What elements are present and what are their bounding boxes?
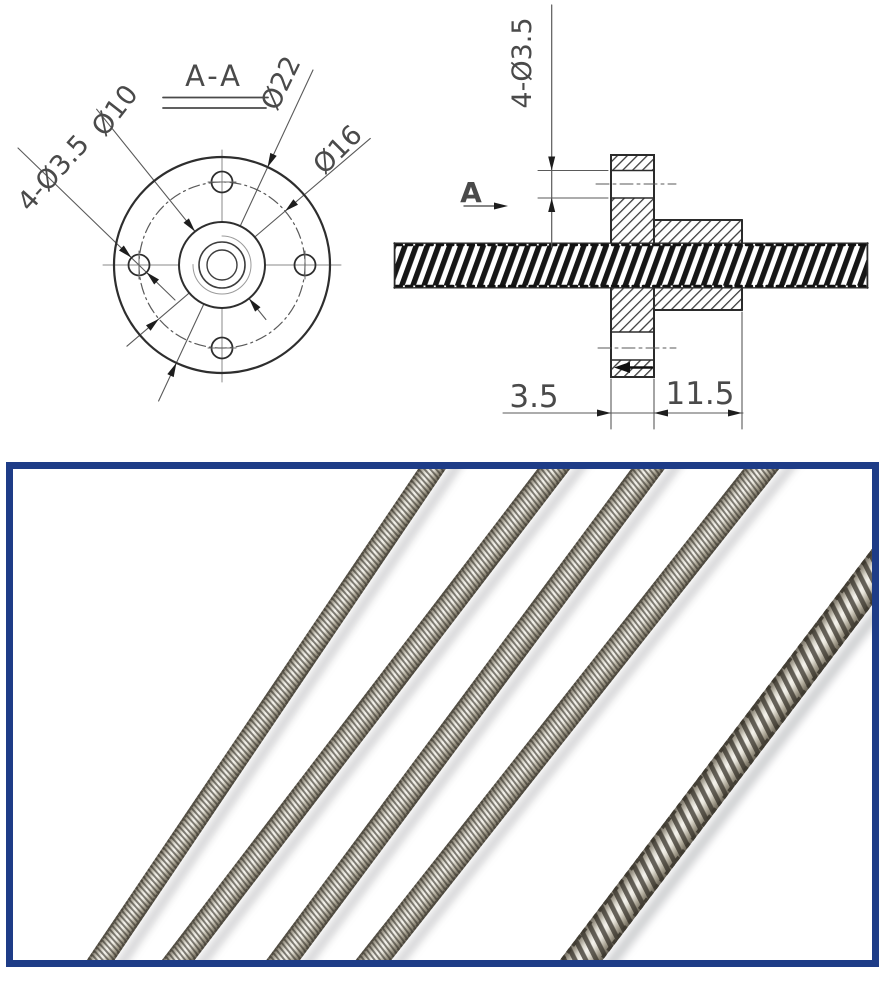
section-title-underline [162, 96, 269, 109]
section-arrow: A [460, 176, 508, 210]
dim-label-flange-diameter: Ø22 [255, 51, 307, 115]
dim-label-holes-front: 4-Ø3.5 [12, 129, 96, 217]
lead-screw-rod-drawing [393, 242, 869, 289]
front-view-drawing: A-A Ø10 Ø22 Ø16 4-Ø3.5 [12, 51, 371, 402]
side-view-drawing: 4-Ø3.5 A [393, 4, 869, 430]
dimension-arrows [119, 152, 298, 378]
dim-label-hub-diameter: Ø10 [86, 79, 145, 142]
dim-label-flange-thickness: 3.5 [509, 379, 558, 415]
section-label: A [460, 176, 482, 209]
threaded-rod-2 [150, 469, 661, 960]
length-dimensions: 3.5 11.5 [502, 311, 744, 430]
flange-outer-circle [112, 155, 332, 375]
bolt-hole-ticks [138, 181, 306, 349]
threaded-rod-5 [550, 469, 872, 960]
hub-circle [178, 221, 266, 309]
dim-label-holes-side: 4-Ø3.5 [507, 17, 538, 108]
thread-indicator-arrow [614, 362, 654, 373]
screw-minor-circle [206, 249, 238, 281]
hole-centerlines [595, 183, 677, 349]
thread-arc [192, 235, 252, 295]
lead-screw-photo [75, 469, 872, 960]
dim-label-body-length: 11.5 [665, 376, 734, 412]
threaded-rod-3 [255, 469, 758, 960]
threaded-rod-1 [75, 469, 547, 960]
section-title: A-A [185, 59, 243, 93]
technical-drawing: A-A Ø10 Ø22 Ø16 4-Ø3.5 [12, 4, 869, 430]
photo-frame [6, 462, 879, 967]
screw-major-circle [198, 241, 246, 289]
dim-label-bolt-circle-diameter: Ø16 [307, 119, 368, 180]
threaded-rod-4 [344, 469, 866, 960]
hole-diameter-dimension: 4-Ø3.5 [507, 4, 609, 248]
